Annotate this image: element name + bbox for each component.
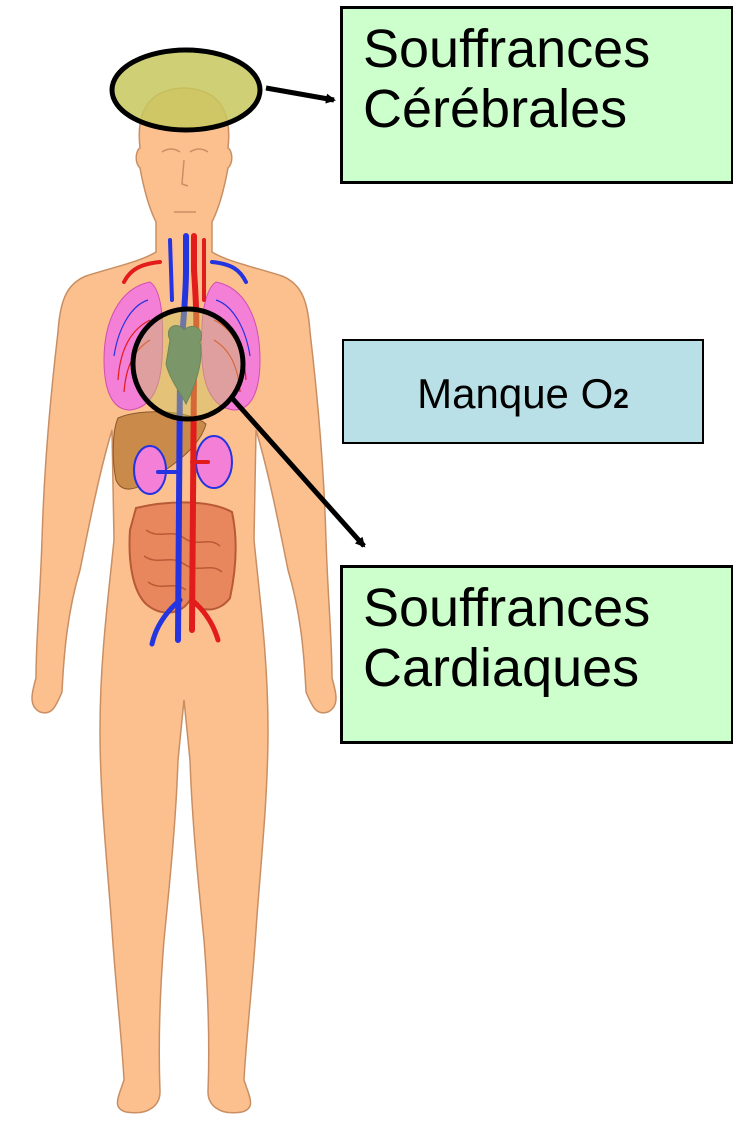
oxygen-label-text: Manque O <box>417 370 613 417</box>
cerebral-label-line-2: Cérébrales <box>363 79 731 139</box>
brain-arrow <box>266 88 334 100</box>
oxygen-lack-label: Manque O2 <box>342 339 704 444</box>
brain-highlight-oval <box>112 50 260 130</box>
cardiac-suffering-label: Souffrances Cardiaques <box>340 565 733 744</box>
cardiac-label-line-2: Cardiaques <box>363 638 731 698</box>
oxygen-label-subscript: 2 <box>613 383 629 414</box>
cerebral-suffering-label: Souffrances Cérébrales <box>340 6 733 184</box>
cerebral-label-line-1: Souffrances <box>363 19 731 79</box>
heart-magnifier-circle <box>133 309 243 419</box>
cardiac-label-line-1: Souffrances <box>363 578 731 638</box>
